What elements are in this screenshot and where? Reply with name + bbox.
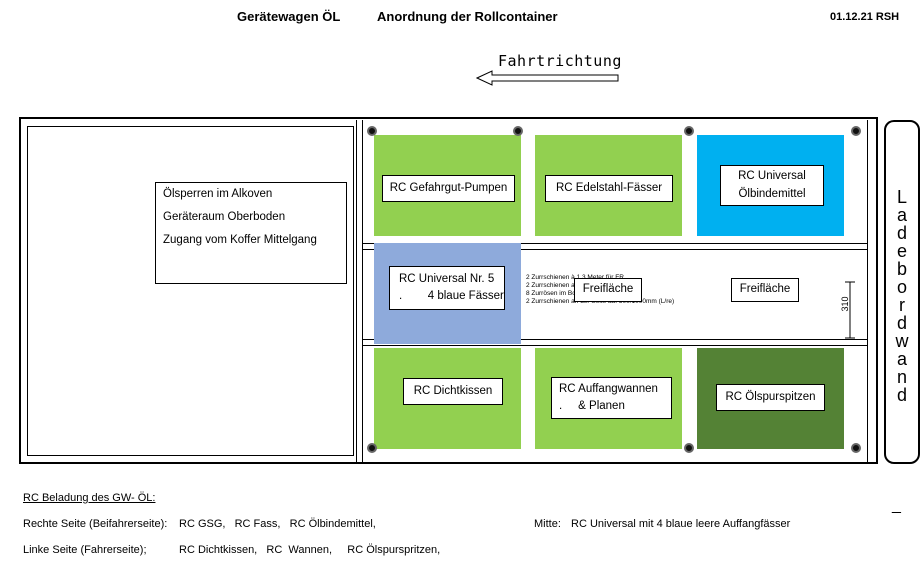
wand-letter: e [896,241,907,261]
lashing-point-icon [851,443,861,453]
footer-left-label: Linke Seite (Fahrerseite); [23,544,147,556]
footer-left-items: RC Dichtkissen, RC Wannen, RC Ölspurspri… [179,544,441,556]
container-label: RC Universal Nr. 5 . 4 blaue Fässer [389,266,505,310]
label-line: RC Universal [738,170,806,183]
side-mark: _ [892,497,901,514]
wand-letter: n [896,367,907,387]
label-line: . 4 blaue Fässer [399,290,504,302]
diagram-title: Anordnung der Rollcontainer [377,9,558,24]
wand-letter: a [896,349,907,369]
front-compartment [27,126,354,456]
container-label: RC Ölspurspitzen [716,384,825,411]
info-line: Geräteraum Oberboden [163,211,286,223]
note-line: 8 Zurrösen im Boden [526,290,587,297]
info-line: Zugang vom Koffer Mittelgang [163,234,317,246]
footer-right-items: RC GSG, RC Fass, RC Ölbindemittel, [179,518,376,530]
left-arrow-icon [476,70,619,86]
free-area-label: Freifläche [574,278,642,302]
wand-letter: r [899,295,905,315]
lashing-point-icon [367,443,377,453]
lashing-point-icon [851,126,861,136]
container-label: RC Auffangwannen . & Planen [551,377,672,419]
rail-line [362,345,867,346]
vehicle-floorplan [19,117,878,464]
wand-letter: L [896,187,907,207]
divider-line [362,120,363,462]
container-label: RC Dichtkissen [403,378,503,405]
footer-right-label: Rechte Seite (Beifahrerseite): [23,518,168,530]
wand-letter: w [895,331,909,351]
wand-letter: d [896,313,907,333]
container-label: RC Universal Ölbindemittel [720,165,824,206]
note-line: 2 Zurrschienen à 1,3 Meter für FR [526,274,624,281]
footer-heading: RC Beladung des GW- ÖL: [23,492,156,504]
divider-line [867,120,868,462]
wand-letter: a [896,205,907,225]
wand-letter: d [896,385,907,405]
dimension-value: 310 [840,296,850,312]
rail-line [362,243,867,244]
label-line: . & Planen [559,400,625,412]
container-label: RC Gefahrgut-Pumpen [382,175,515,202]
label-line: RC Universal Nr. 5 [399,272,495,285]
lashing-point-icon [684,443,694,453]
lashing-point-icon [367,126,377,136]
info-line: Ölsperren im Alkoven [163,188,273,200]
free-area-label: Freifläche [731,278,799,302]
lashing-point-icon [684,126,694,136]
footer-middle-items: RC Universal mit 4 blaue leere Auffangfä… [571,518,791,530]
alkoven-info-box: Ölsperren im Alkoven Geräteraum Oberbode… [155,182,347,284]
rail-line [362,339,867,340]
divider-line [356,120,357,462]
dimension-marker-icon [845,281,855,339]
lashing-point-icon [513,126,523,136]
wand-letter: o [896,277,907,297]
container-label: RC Edelstahl-Fässer [545,175,673,202]
label-line: Ölbindemittel [738,187,806,200]
footer-middle-label: Mitte: [534,518,561,530]
rail-line [362,249,867,250]
wand-letter: b [896,259,907,279]
wand-letter: d [896,223,907,243]
date-author: 01.12.21 RSH [830,11,900,23]
direction-label: Fahrtrichtung [498,52,622,70]
ladebordwand-frame [884,120,920,464]
label-line: RC Auffangwannen [559,382,658,395]
vehicle-title: Gerätewagen ÖL [237,9,341,24]
